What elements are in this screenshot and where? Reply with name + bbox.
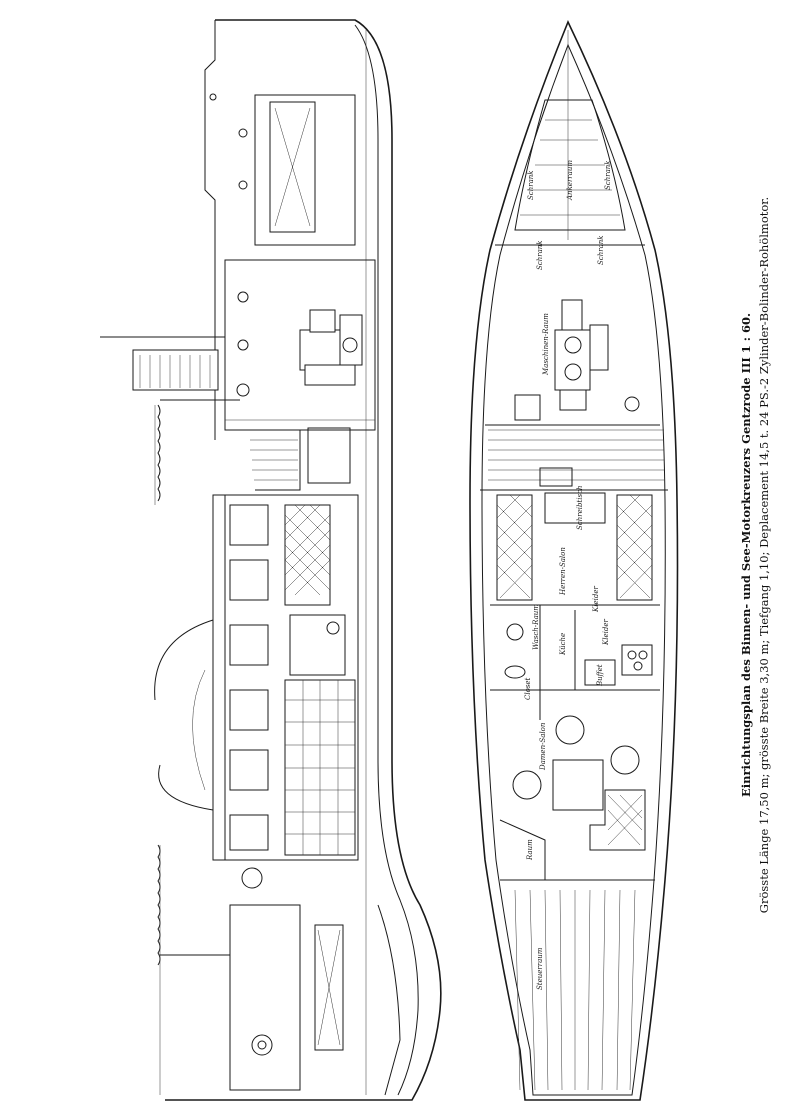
label-side-right: Schrank [604, 161, 612, 191]
label-wardrobe-a: Kleider [592, 586, 600, 613]
aft-deck-planking [514, 889, 636, 1091]
engine-icon [299, 309, 363, 386]
sideboard-plan [539, 467, 573, 487]
washbasin-icon [289, 614, 346, 676]
porthole-icon [238, 128, 248, 138]
partition-mid [490, 604, 660, 720]
fore-cabin-top [204, 20, 216, 440]
aft-room-wall [499, 819, 546, 881]
plan-labels: Ankerraum Schrank Schrank Schrank Schran… [524, 160, 612, 990]
aft-window [314, 924, 344, 1051]
step-plan [514, 394, 541, 421]
caption-specs: Grösste Länge 17,50 m; grösste Breite 3,… [757, 196, 771, 914]
plan-hull-inner [481, 43, 666, 1096]
deckhouse [212, 494, 359, 861]
chair-icon [512, 770, 542, 800]
porthole-icon [237, 339, 249, 351]
fore-cabin-plan [514, 99, 626, 231]
label-pantry: Buffet [596, 664, 604, 687]
label-galley: Küche [559, 633, 567, 656]
elevation-inner-line [354, 24, 419, 1096]
exhaust-funnel-icon [100, 336, 240, 401]
caption-title: Einrichtungsplan des Binnen- und See-Mot… [739, 313, 753, 798]
label-saloon: Herren-Salon [559, 547, 567, 596]
awning-arc-upper [154, 619, 214, 701]
deckhouse-windows [229, 504, 269, 851]
caption-block: Einrichtungsplan des Binnen- und See-Mot… [737, 197, 773, 913]
awning-fringe-fore [157, 404, 161, 502]
chart-table [307, 427, 351, 484]
label-small-left: Schrank [536, 241, 544, 271]
closet-bowl-icon [504, 665, 526, 679]
label-engine-room: Maschinen-Raum [542, 313, 550, 376]
deck-planking-mid [488, 429, 664, 481]
label-closet: Closet [524, 677, 532, 700]
label-small-right: Schrank [597, 236, 605, 266]
aft-window-hatch [317, 929, 341, 1046]
side-elevation [100, 19, 442, 1101]
aft-cockpit [229, 904, 301, 1091]
label-aft-room: Raum [526, 839, 534, 861]
label-fore-room: Ankerraum [566, 160, 574, 201]
portholes [209, 93, 250, 397]
buffet-plan [584, 659, 616, 686]
desk-plan [544, 492, 606, 524]
porthole-icon [237, 291, 249, 303]
rudder-icon [377, 904, 401, 1096]
engine-plan-icon [554, 299, 609, 411]
tank-icon [624, 396, 640, 412]
fore-window [269, 101, 316, 233]
fore-window-hatch [274, 107, 311, 227]
label-cabin-table: Schreibtisch [576, 485, 584, 530]
awning-arc-mid [192, 669, 206, 791]
plan-hull-outer [469, 20, 679, 1101]
saloon-panels [284, 679, 356, 856]
porthole-icon [238, 180, 248, 190]
awning-arc-lower [158, 764, 214, 811]
settee-plan-left [496, 494, 533, 601]
stove-icon [621, 644, 653, 676]
label-side-left: Schrank [527, 171, 535, 201]
corner-settee-plan [589, 789, 646, 851]
label-wardrobe-b: Kleider [602, 619, 610, 646]
elevation-hull-outline [165, 19, 442, 1101]
fore-cabin-planking [520, 119, 620, 216]
deck-plan: Ankerraum Schrank Schrank Schrank Schran… [469, 20, 679, 1101]
awning-fringe-aft [157, 844, 161, 966]
lattice-settee [284, 504, 331, 606]
label-ladies-saloon: Damen-Salon [539, 722, 547, 771]
porthole-icon [236, 383, 250, 397]
fore-compartment [254, 94, 356, 246]
saloon-table [552, 759, 604, 811]
chair-icon [555, 715, 585, 745]
porthole-icon [209, 93, 217, 101]
chair-icon [610, 745, 640, 775]
aft-porthole-icon [241, 867, 263, 889]
settee-plan-right [616, 494, 653, 601]
label-wash-room: Wasch-Raum [532, 604, 540, 650]
label-stern: Steuerraum [536, 947, 544, 990]
steering-hub-icon [257, 1040, 267, 1050]
wash-basin-plan-icon [506, 623, 524, 641]
steering-wheel-icon [251, 1034, 273, 1056]
companionway-steps [240, 429, 301, 491]
